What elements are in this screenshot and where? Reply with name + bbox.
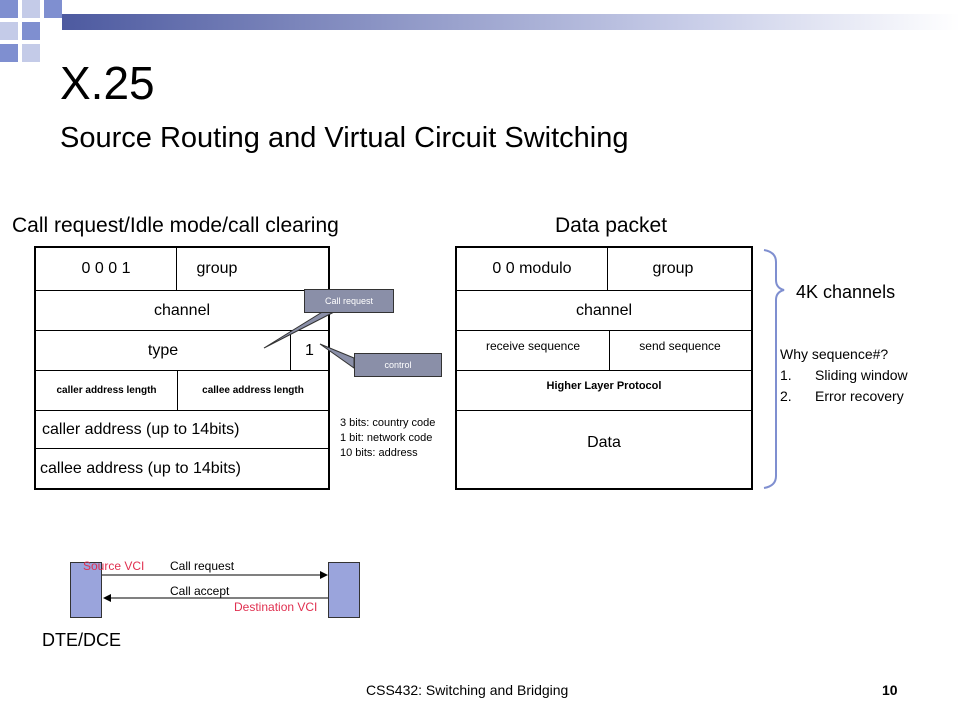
call-channel-label: channel	[153, 301, 211, 319]
channels-brace	[763, 249, 785, 489]
call-row-lengths: caller address length callee address len…	[36, 371, 328, 411]
data-row-payload: Data	[457, 411, 751, 488]
decor-square	[0, 44, 18, 62]
data-payload-label: Data	[587, 434, 621, 451]
channels-label: 4K channels	[796, 282, 896, 302]
source-vci-label: Source VCI	[83, 559, 145, 573]
send-sequence-label: send sequence	[639, 339, 721, 353]
arrowhead	[103, 594, 111, 602]
data-row-header: 0 0 modulo group	[457, 248, 751, 291]
caller-address-label: caller address (up to 14bits)	[42, 420, 240, 438]
slide-subtitle: Source Routing and Virtual Circuit Switc…	[60, 122, 629, 154]
decor-square	[44, 0, 62, 18]
data-row-channel: channel	[457, 291, 751, 331]
footer-text: CSS432: Switching and Bridging	[366, 682, 569, 698]
address-note-line: 10 bits: address	[340, 447, 418, 459]
divider	[177, 371, 178, 410]
data-channel-label: channel	[575, 301, 633, 319]
data-row-higher-layer: Higher Layer Protocol	[457, 371, 751, 411]
page-number: 10	[882, 682, 898, 698]
higher-layer-label: Higher Layer Protocol	[546, 380, 662, 392]
dce-entity	[328, 562, 360, 618]
decor-square	[22, 0, 40, 18]
call-type-label: type	[147, 341, 179, 359]
divider	[609, 331, 610, 370]
data-packet-heading: Data packet	[555, 214, 668, 237]
slide-title: X.25	[60, 57, 155, 109]
call-row1-bits: 0 0 0 1	[81, 260, 131, 277]
destination-vci-label: Destination VCI	[234, 600, 318, 614]
call-row-callee-address: callee address (up to 14bits)	[36, 449, 328, 488]
call-request-callout: Call request	[304, 289, 394, 313]
callee-address-label: callee address (up to 14bits)	[40, 459, 241, 477]
data-row-sequence: receive sequence send sequence	[457, 331, 751, 371]
address-note-line: 1 bit: network code	[340, 432, 433, 444]
call-row-type: type 1	[36, 331, 328, 371]
decor-square	[0, 22, 18, 40]
call-row-header: 0 0 0 1 group	[36, 248, 328, 291]
divider	[607, 248, 608, 290]
caller-length-label: caller address length	[56, 385, 157, 396]
address-note: 3 bits: country code 1 bit: network code…	[340, 416, 435, 461]
arrowhead	[320, 571, 328, 579]
call-packet-heading: Call request/Idle mode/call clearing	[12, 214, 339, 237]
why-sequence-question: Why sequence#?	[780, 346, 889, 362]
control-callout: control	[354, 353, 442, 377]
call-packet-diagram: 0 0 0 1 group channel type 1 caller addr…	[34, 246, 330, 490]
divider	[290, 331, 291, 370]
data-row1-group: group	[652, 260, 694, 277]
dte-dce-label: DTE/DCE	[42, 630, 122, 650]
call-row1-group: group	[196, 260, 238, 277]
call-type-bit: 1	[305, 341, 314, 359]
data-row1-bits: 0 0 modulo	[492, 260, 572, 277]
data-packet-diagram: 0 0 modulo group channel receive sequenc…	[455, 246, 753, 490]
why-sequence-note: Why sequence#? 1. Sliding window 2. Erro…	[780, 344, 908, 407]
address-note-line: 3 bits: country code	[340, 417, 436, 429]
header-gradient-bar	[62, 14, 960, 30]
call-row-channel: channel	[36, 291, 328, 331]
decor-square	[0, 0, 18, 18]
why-sequence-item: 1. Sliding window	[780, 367, 908, 383]
decor-square	[22, 22, 40, 40]
decor-square	[22, 44, 40, 62]
callee-length-label: callee address length	[202, 385, 304, 396]
call-request-label: Call request	[170, 559, 235, 573]
call-accept-label: Call accept	[170, 584, 230, 598]
why-sequence-item: 2. Error recovery	[780, 388, 904, 404]
receive-sequence-label: receive sequence	[485, 339, 581, 353]
call-row-caller-address: caller address (up to 14bits)	[36, 411, 328, 449]
dte-entity	[70, 562, 102, 618]
divider	[176, 248, 177, 290]
